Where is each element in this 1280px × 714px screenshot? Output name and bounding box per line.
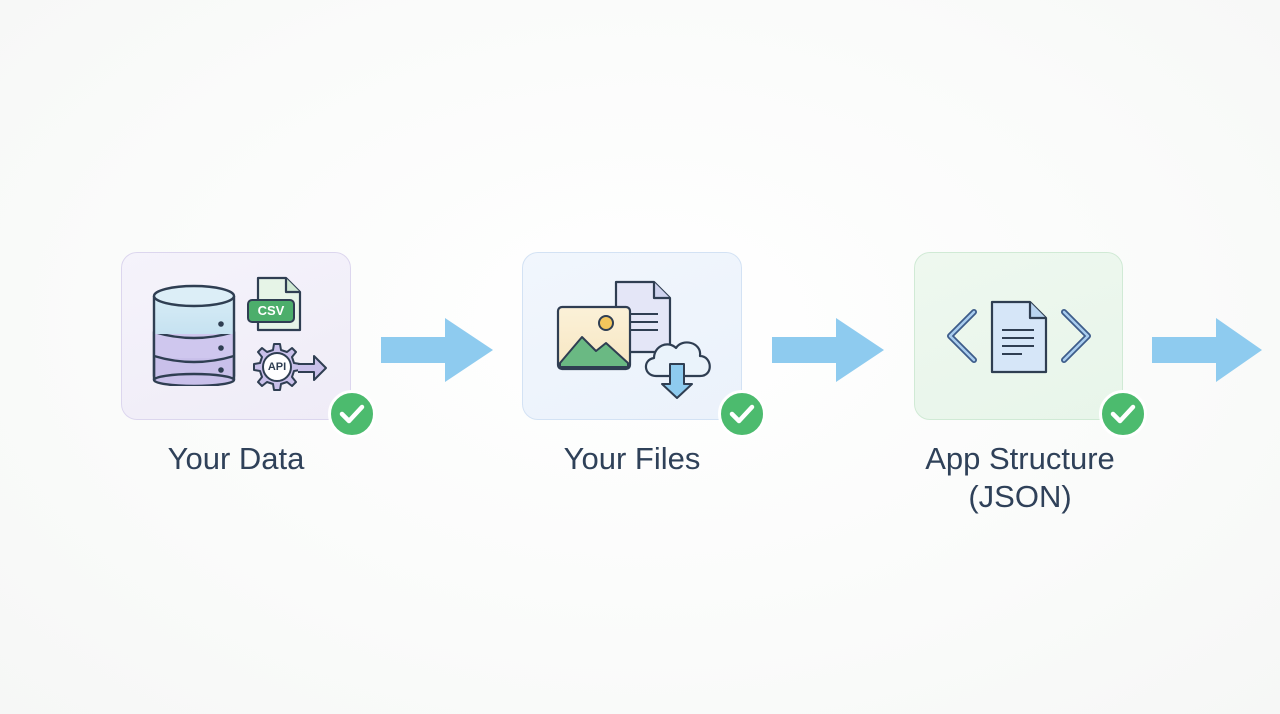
database-icon <box>152 284 236 386</box>
arrow-right-icon <box>381 318 493 382</box>
step-label-line-1: App Structure <box>925 441 1115 476</box>
arrow-right-icon <box>772 318 884 382</box>
code-document-icon <box>947 300 1091 374</box>
step-label-line-2: (JSON) <box>968 479 1072 514</box>
csv-file-icon <box>247 276 302 332</box>
api-gear-icon <box>253 343 327 391</box>
image-icon <box>556 305 632 371</box>
check-icon <box>729 404 755 424</box>
step-label-your-files: Your Files <box>563 441 701 476</box>
check-icon <box>339 404 365 424</box>
arrow-right-icon <box>1152 318 1262 382</box>
step-complete-check <box>1099 390 1147 438</box>
check-icon <box>1110 404 1136 424</box>
step-label-your-data: Your Data <box>167 441 305 476</box>
csv-badge-label: CSV <box>257 303 285 318</box>
api-badge-label: API <box>267 361 287 373</box>
cloud-download-icon <box>644 341 711 399</box>
step-label-app-structure: App Structure (JSON) <box>880 440 1160 516</box>
step-complete-check <box>328 390 376 438</box>
step-complete-check <box>718 390 766 438</box>
